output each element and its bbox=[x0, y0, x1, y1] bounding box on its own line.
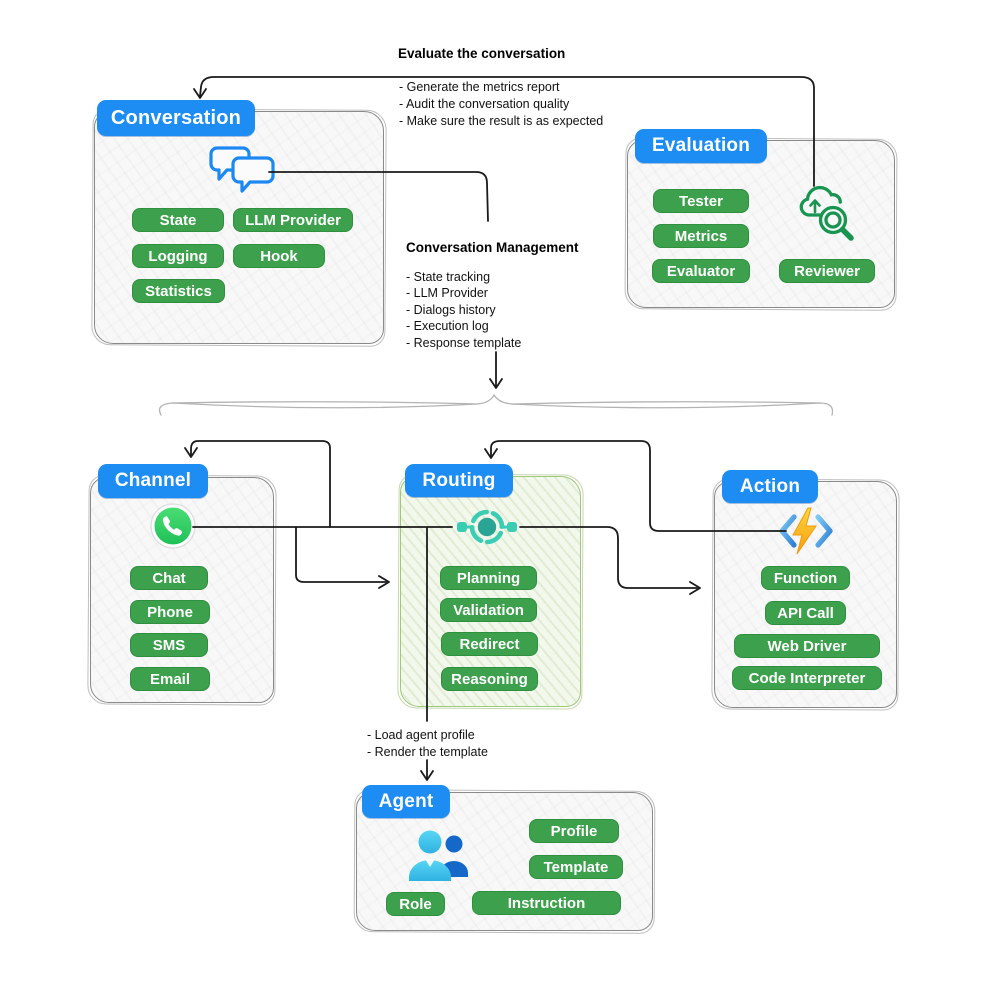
bullet-line: - Execution log bbox=[406, 319, 489, 334]
arrowhead-channel bbox=[184, 447, 198, 458]
pill-profile: Profile bbox=[529, 819, 619, 843]
pill-logging: Logging bbox=[132, 244, 224, 268]
pill-tester: Tester bbox=[653, 189, 749, 213]
pill-phone: Phone bbox=[130, 600, 210, 624]
pill-metrics: Metrics bbox=[653, 224, 749, 248]
pill-email: Email bbox=[130, 667, 210, 691]
pill-role: Role bbox=[386, 892, 445, 916]
pill-instruction: Instruction bbox=[472, 891, 621, 915]
fan-brace-left bbox=[158, 394, 495, 416]
whatsapp-icon bbox=[150, 503, 196, 549]
fan-brace-left-upper bbox=[172, 401, 478, 405]
bullet-line: - Response template bbox=[406, 335, 522, 350]
agent-panel-title: Agent bbox=[362, 785, 450, 818]
pill-web-driver: Web Driver bbox=[734, 634, 880, 658]
arrowhead-action-panel bbox=[689, 581, 701, 595]
conversation-management-title: Conversation Management bbox=[406, 240, 579, 255]
lightning-code-icon bbox=[779, 507, 833, 555]
pill-sms: SMS bbox=[130, 633, 208, 657]
bullet-line: - Audit the conversation quality bbox=[399, 97, 570, 111]
bullet-line: - Make sure the result is as expected bbox=[399, 114, 604, 128]
bullet-line: - State tracking bbox=[406, 270, 491, 284]
conversation-management-bullets: - State tracking - LLM Provider - Dialog… bbox=[406, 269, 521, 351]
arrowhead-agent bbox=[420, 770, 434, 781]
cloud-search-icon bbox=[799, 185, 854, 241]
pill-state: State bbox=[132, 208, 224, 232]
pill-redirect: Redirect bbox=[441, 632, 538, 656]
pill-llm-provider: LLM Provider bbox=[233, 208, 353, 232]
conversation-panel-title: Conversation bbox=[97, 100, 255, 136]
arrowhead-routing bbox=[484, 448, 498, 459]
hub-node-icon bbox=[457, 509, 517, 545]
bullet-line: - Render the template bbox=[367, 745, 488, 759]
fan-brace-right bbox=[493, 394, 834, 416]
pill-planning: Planning bbox=[440, 566, 537, 590]
edge-channel-to-routing-panel bbox=[295, 526, 387, 583]
pill-template: Template bbox=[529, 855, 623, 879]
pill-evaluator: Evaluator bbox=[652, 259, 750, 283]
evaluate-title: Evaluate the conversation bbox=[398, 46, 566, 61]
pill-code-interpreter: Code Interpreter bbox=[732, 666, 882, 690]
bullet-line: - Load agent profile bbox=[367, 728, 475, 742]
channel-panel-title: Channel bbox=[98, 464, 208, 498]
fan-brace-right-upper bbox=[511, 401, 821, 405]
evaluate-bullets: - Generate the metrics report - Audit th… bbox=[399, 79, 603, 130]
pill-hook: Hook bbox=[233, 244, 325, 268]
people-icon bbox=[409, 830, 468, 881]
arrowhead-routing-panel bbox=[378, 575, 390, 589]
bullet-line: - Dialogs history bbox=[406, 302, 496, 317]
arrowhead-conversation bbox=[193, 88, 207, 99]
pill-api-call: API Call bbox=[765, 601, 846, 625]
pill-chat: Chat bbox=[130, 566, 208, 590]
chat-bubbles-icon bbox=[209, 146, 275, 193]
pill-reasoning: Reasoning bbox=[441, 667, 538, 691]
agent-note-bullets: - Load agent profile - Render the templa… bbox=[367, 727, 488, 761]
pill-reviewer: Reviewer bbox=[779, 259, 875, 283]
evaluation-panel-title: Evaluation bbox=[635, 129, 767, 163]
arrowhead-fan bbox=[489, 378, 503, 389]
routing-panel-title: Routing bbox=[405, 464, 513, 497]
action-panel-title: Action bbox=[722, 470, 818, 503]
bullet-line: - Generate the metrics report bbox=[399, 80, 560, 94]
bullet-line: - LLM Provider bbox=[406, 286, 488, 301]
pill-statistics: Statistics bbox=[132, 279, 225, 303]
pill-validation: Validation bbox=[440, 598, 537, 622]
pill-function: Function bbox=[761, 566, 850, 590]
